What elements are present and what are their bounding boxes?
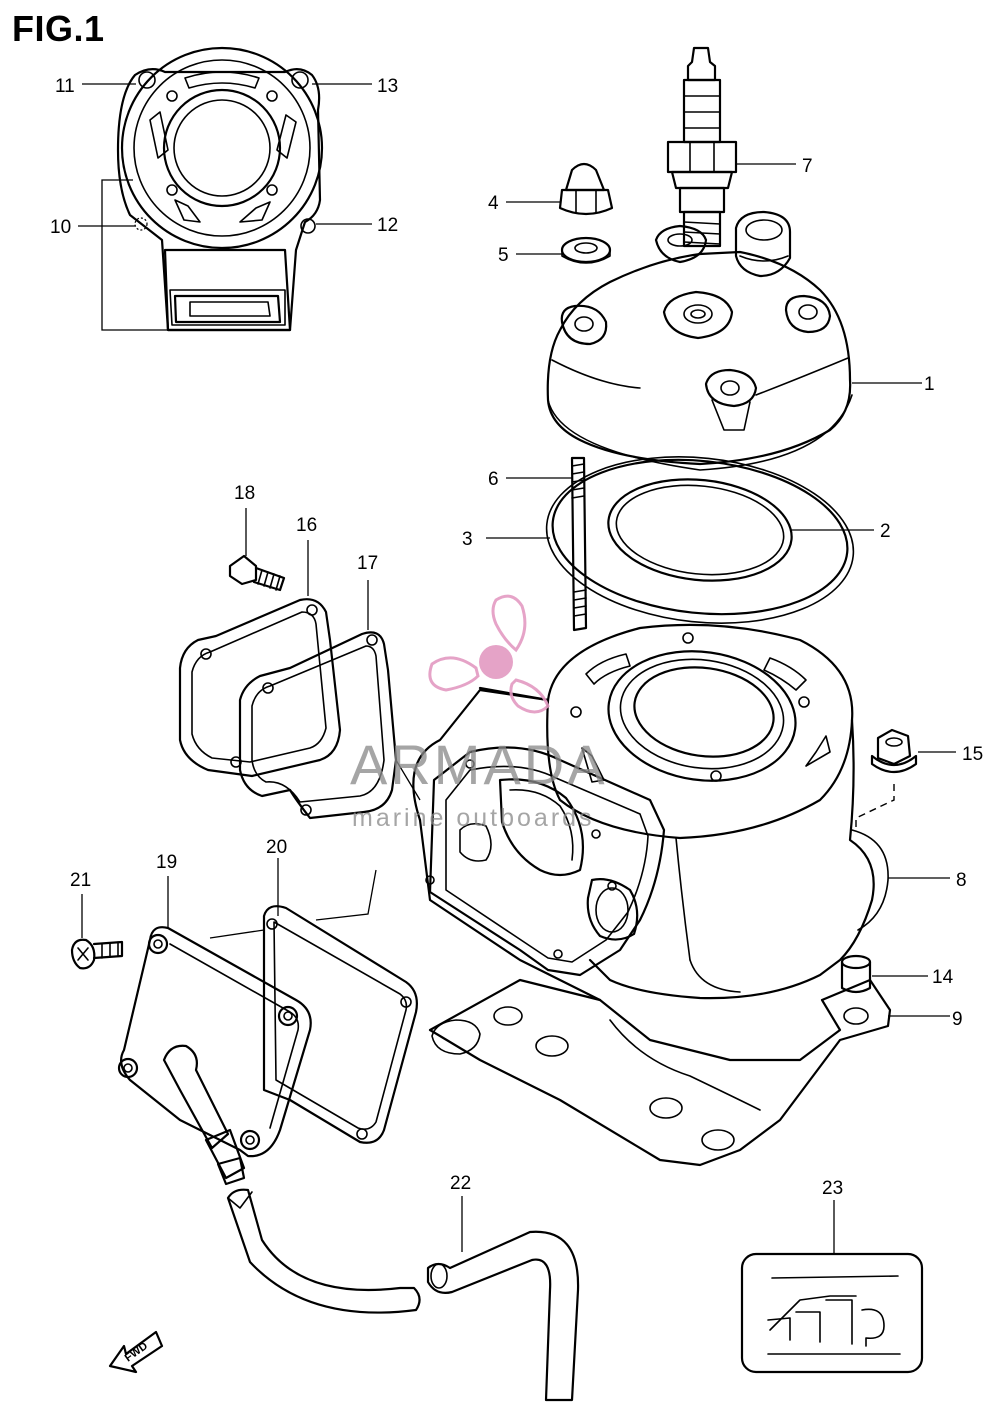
base-gasket [428, 978, 950, 1167]
cap-nut [506, 162, 614, 216]
forward-arrow: FWD [108, 1330, 164, 1374]
callout-22: 22 [450, 1173, 471, 1194]
callout-14: 14 [932, 967, 954, 988]
caution-label-23 [740, 1200, 924, 1374]
callout-3: 3 [462, 529, 473, 550]
spark-plug [666, 46, 796, 248]
callout-1: 1 [924, 374, 935, 395]
propeller-logo [428, 594, 550, 714]
callout-18: 18 [234, 483, 255, 504]
callout-6: 6 [488, 469, 499, 490]
callout-8: 8 [956, 870, 967, 891]
exhaust-gasket-17 [238, 580, 421, 820]
cover-gasket-20 [209, 858, 418, 1144]
port-cover-19 [117, 876, 312, 1186]
callout-17: 17 [357, 553, 378, 574]
stud-bolt [506, 456, 588, 632]
dowel-pin [840, 954, 928, 994]
hex-bolt-18 [228, 508, 286, 592]
head-gasket-rings [486, 456, 874, 624]
callout-11: 11 [55, 76, 75, 97]
callout-2: 2 [880, 521, 891, 542]
watermark-tagline: marine outboards [352, 804, 595, 832]
callout-20: 20 [266, 837, 287, 858]
fwd-label: FWD [123, 1340, 150, 1364]
screw-21 [70, 894, 124, 970]
callout-9: 9 [952, 1009, 963, 1030]
callout-7: 7 [802, 156, 813, 177]
callout-19: 19 [156, 852, 177, 873]
callout-5: 5 [498, 245, 509, 266]
callout-23: 23 [822, 1178, 843, 1199]
callout-10: 10 [50, 217, 71, 238]
callout-16: 16 [296, 515, 317, 536]
washer [516, 236, 612, 264]
callout-12: 12 [377, 215, 398, 236]
exhaust-gasket-16 [178, 540, 342, 778]
callout-13: 13 [377, 76, 398, 97]
callout-labels: 1 2 3 4 5 6 7 8 9 10 11 12 13 14 15 16 1… [50, 76, 983, 1199]
inset-cylinder-view [78, 46, 372, 332]
callout-15: 15 [962, 744, 983, 765]
cylinder-block [412, 623, 950, 1002]
watermark-brand: ARMADA [350, 733, 608, 796]
figure-title: FIG.1 [12, 8, 105, 49]
armada-watermark: ARMADA marine outboards [350, 594, 608, 832]
callout-21: 21 [70, 870, 91, 891]
cylinder-head [546, 210, 922, 471]
callout-4: 4 [488, 193, 499, 214]
flange-nut [870, 728, 956, 774]
hose-22 [226, 1188, 580, 1402]
